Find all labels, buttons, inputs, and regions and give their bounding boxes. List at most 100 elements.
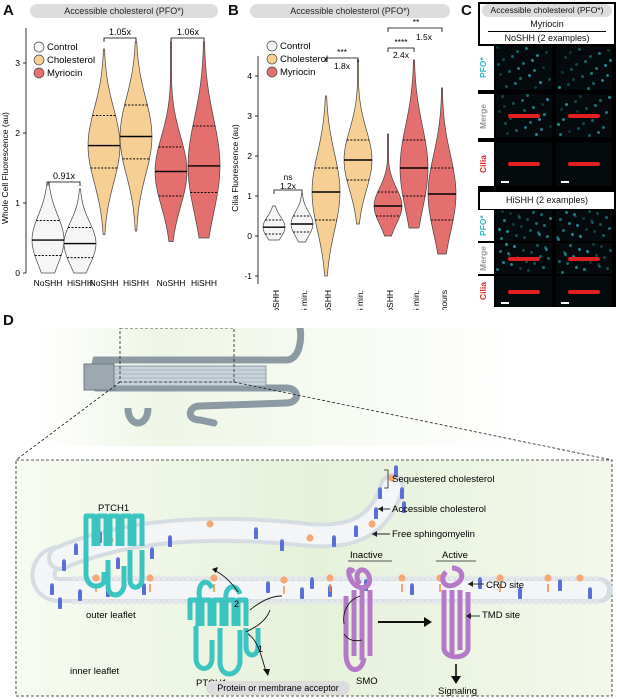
lipid-head — [389, 599, 395, 605]
brackets-a: 0.91x 1.05x 1.06x — [47, 27, 205, 186]
lipid-head — [137, 599, 143, 605]
lipid-head — [395, 599, 401, 605]
lipid-head — [167, 599, 173, 605]
sphingomyelin-head — [496, 574, 504, 582]
cholesterol-head — [266, 581, 270, 585]
x-tick-label: HiSHH, 24 hours — [439, 290, 449, 310]
legend-b: Control Cholesterol Myriocin — [266, 40, 328, 78]
cholesterol-molecule — [332, 537, 336, 547]
lipid-head — [515, 575, 521, 581]
lipid-head — [335, 599, 341, 605]
lipid-head — [113, 575, 119, 581]
lipid-head — [203, 575, 209, 581]
x-tick-label: HiSHH — [123, 278, 149, 288]
sphingomyelin-head — [92, 574, 100, 582]
bracket-b-control — [273, 189, 303, 194]
sphingomyelin-head — [280, 576, 288, 584]
x-tick-label: NoSHH — [34, 278, 63, 288]
cholesterol-molecule — [50, 585, 54, 595]
cholesterol-head — [518, 587, 522, 591]
lipid-head — [305, 575, 311, 581]
bracket-b-cholesterol-fold: 1.8x — [334, 61, 351, 71]
cholesterol-head — [78, 589, 82, 593]
lipid-head — [143, 599, 149, 605]
y-tick-label: 0 — [15, 268, 20, 278]
label-step-1: 1 — [258, 644, 263, 654]
x-tick-label: HiSHH, 15 min. — [299, 290, 309, 310]
cholesterol-molecule — [300, 589, 304, 599]
cilium-membrane-bottom — [92, 384, 300, 427]
label-signaling: Signaling — [438, 686, 477, 697]
x-tick-label: HiSHH, 15 min. — [411, 290, 421, 310]
legend-swatch-myriocin — [33, 67, 45, 79]
lipid-head — [221, 575, 227, 581]
sphingomyelin-head — [398, 574, 406, 582]
cholesterol-molecule — [378, 489, 382, 499]
x-tick-label: NoSHH — [271, 290, 281, 310]
label-inner-leaflet: inner leaflet — [70, 666, 119, 677]
bracket-b-myriocin-24 — [387, 27, 443, 32]
lipid-head — [569, 599, 575, 605]
lipid-head — [521, 575, 527, 581]
cholesterol-head — [378, 487, 382, 491]
legend-swatch-control — [33, 41, 45, 53]
lipid-head — [251, 575, 257, 581]
micrograph-tile — [496, 276, 552, 307]
sphingomyelin-head — [146, 574, 154, 582]
label-sphingo: Free sphingomyelin — [392, 529, 475, 540]
lipid-head — [317, 599, 323, 605]
bracket-b-cholesterol — [325, 57, 359, 62]
micrograph-tile — [496, 46, 552, 90]
lipid-head — [167, 575, 173, 581]
lipid-head — [119, 599, 125, 605]
cholesterol-molecule — [74, 545, 78, 555]
cholesterol-head — [58, 597, 62, 601]
bracket-a-control-label: 0.91x — [53, 171, 76, 181]
lipid-head — [83, 599, 89, 605]
subtitle-rule — [488, 31, 606, 32]
lipid-head — [317, 575, 323, 581]
legend-label-cholesterol: Cholesterol — [47, 55, 95, 66]
lipid-head — [185, 575, 191, 581]
lipid-head — [155, 575, 161, 581]
cholesterol-head — [150, 547, 154, 551]
lipid-head — [557, 575, 563, 581]
cholesterol-head — [168, 535, 172, 539]
panel-letter-a: A — [3, 2, 14, 19]
sphingomyelin-head — [388, 474, 396, 482]
lipid-head — [233, 575, 239, 581]
lipid-head — [245, 575, 251, 581]
legend-label-myriocin: Myriocin — [280, 67, 315, 78]
lipid-head — [407, 575, 413, 581]
legend-label-myriocin: Myriocin — [47, 68, 82, 79]
lipid-head — [227, 575, 233, 581]
microscopy-header: Accessible cholesterol (PFO*) Myriocin N… — [480, 4, 614, 44]
cholesterol-molecule — [62, 561, 66, 571]
lipid-head — [425, 599, 431, 605]
lipid-head — [95, 599, 101, 605]
zoom-line-left — [15, 381, 121, 461]
lipid-head — [551, 599, 557, 605]
legend-swatch-myriocin — [266, 66, 278, 78]
label-ptch1-top: PTCH1 — [98, 503, 129, 514]
sphingomyelin-head — [206, 520, 214, 528]
lipid-head — [521, 599, 527, 605]
zoom-line-right — [233, 381, 613, 461]
group2-label: HiSHH (2 examples) — [505, 195, 589, 205]
label-tmd: TMD site — [482, 610, 520, 621]
cholesterol-head — [400, 487, 404, 491]
lipid-head — [431, 599, 437, 605]
bracket-b-myriocin24-sig: ** — [413, 18, 420, 27]
lipid-head — [299, 599, 305, 605]
lipid-head — [155, 599, 161, 605]
x-tick-label: NoSHH — [90, 278, 119, 288]
bracket-a-control — [47, 181, 81, 186]
smo-active — [440, 565, 471, 660]
panel-letter-d: D — [3, 312, 14, 329]
lipid-head — [281, 599, 287, 605]
x-tick-label: HiSHH, 15 min. — [355, 290, 365, 310]
lipid-head — [269, 599, 275, 605]
panel-c-subtitle: Myriocin — [530, 19, 564, 29]
y-tick-label: 1 — [247, 191, 252, 201]
